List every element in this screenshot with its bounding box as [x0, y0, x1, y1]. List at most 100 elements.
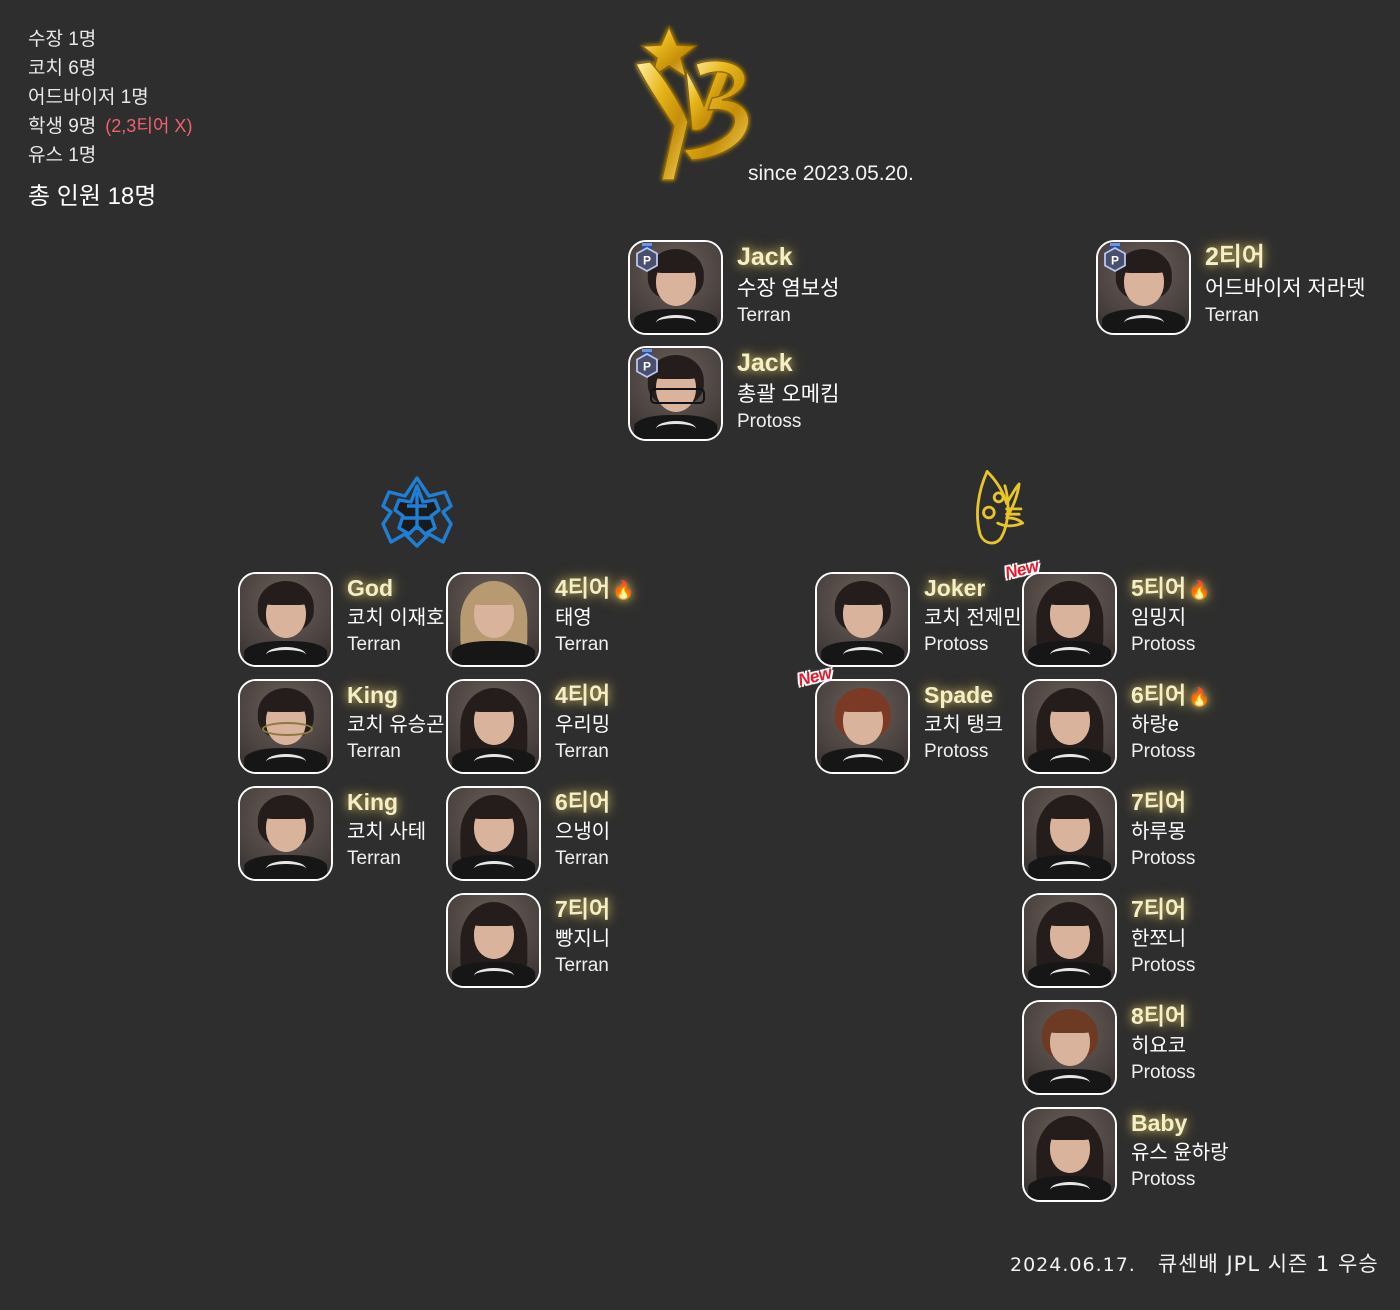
portrait-wrap: P [628, 346, 723, 441]
member-name: 유스 윤하랑 [1131, 1142, 1229, 1164]
member-race: Protoss [1131, 955, 1196, 976]
svg-text:P: P [643, 360, 651, 374]
member-name: 임밍지 [1131, 607, 1187, 629]
portrait-sate [238, 786, 333, 881]
member-name: 한쪼니 [1131, 928, 1187, 950]
member-card-protoss-student-2[interactable]: 6티어🔥 하랑e Protoss [1022, 679, 1211, 774]
terran-logo-icon [381, 476, 453, 548]
member-tier: 2티어 [1205, 243, 1265, 271]
portrait-eunaengi [446, 786, 541, 881]
member-info: King 코치 유승곤 Terran [333, 679, 445, 762]
member-name: 코치 이재호 [347, 607, 445, 629]
member-card-terran-coach-3[interactable]: King 코치 사테 Terran [238, 786, 426, 881]
footer-date: 2024.06.17. [1010, 1254, 1136, 1276]
member-card-protoss-youth[interactable]: Baby 유스 윤하랑 Protoss [1022, 1107, 1229, 1202]
protoss-logo-icon [976, 470, 1025, 545]
portrait-wrap: P [1096, 240, 1191, 335]
portrait-harang-e [1022, 679, 1117, 774]
member-tier: 4티어 [555, 682, 611, 708]
member-tier: 8티어 [1131, 1003, 1187, 1029]
platinum-rank-badge-icon: P [1104, 243, 1126, 273]
summary-student-note: (2,3티어 X) [105, 115, 193, 136]
member-card-protoss-student-3[interactable]: 7티어 하루몽 Protoss [1022, 786, 1195, 881]
member-info: Jack 총괄 오메킴 Protoss [723, 346, 840, 432]
portrait-yunharang [1022, 1107, 1117, 1202]
portrait-tank [815, 679, 910, 774]
member-race: Terran [347, 848, 401, 869]
member-info: 2티어 어드바이저 저라뎃 Terran [1191, 240, 1365, 326]
portrait-wrap [238, 679, 333, 774]
member-card-terran-student-3[interactable]: 6티어 으냉이 Terran [446, 786, 610, 881]
member-card-terran-student-2[interactable]: 4티어 우리밍 Terran [446, 679, 610, 774]
summary-student-count: 학생 9명 [28, 115, 97, 137]
summary-line-coach: 코치 6명 [28, 57, 97, 79]
portrait-wrap [1022, 893, 1117, 988]
member-card-protoss-student-1[interactable]: New 5티어🔥 임밍지 Protoss [1003, 556, 1211, 667]
member-card-terran-student-1[interactable]: 4티어🔥 태영 Terran [446, 572, 635, 667]
member-tier: King [347, 682, 399, 708]
member-name: 하루몽 [1131, 821, 1187, 843]
portrait-taeyoung [446, 572, 541, 667]
member-info: Joker 코치 전제민 Protoss [910, 572, 1022, 655]
portrait-yuseunggon [238, 679, 333, 774]
member-race: Protoss [1131, 741, 1196, 762]
member-info: 7티어 빵지니 Terran [541, 893, 611, 976]
member-race: Terran [555, 848, 609, 869]
member-card-terran-student-4[interactable]: 7티어 빵지니 Terran [446, 893, 610, 988]
member-name: 히요코 [1131, 1035, 1187, 1057]
logo-since-text: since 2023.05.20. [748, 162, 914, 185]
summary-line-student: 학생 9명 (2,3티어 X) [28, 113, 192, 142]
member-card-protoss-coach-2[interactable]: New Spade 코치 탱크 Protoss [796, 663, 1004, 774]
member-name: 빵지니 [555, 928, 611, 950]
member-card-protoss-student-4[interactable]: 7티어 한쪼니 Protoss [1022, 893, 1195, 988]
yb-star-logo-icon [635, 25, 750, 181]
member-race: Terran [555, 955, 609, 976]
member-name: 코치 탱크 [924, 714, 1004, 736]
member-card-protoss-coach-1[interactable]: Joker 코치 전제민 Protoss [815, 572, 1022, 667]
member-race: Protoss [1131, 1169, 1196, 1190]
member-info: Jack 수장 염보성 Terran [723, 240, 839, 326]
portrait-wrap [446, 679, 541, 774]
member-card-terran-coach-1[interactable]: God 코치 이재호 Terran [238, 572, 445, 667]
member-card-advisor[interactable]: P 2티어 어드바이저 저라뎃 Terran [1096, 240, 1365, 335]
member-info: 5티어🔥 임밍지 Protoss [1117, 572, 1211, 655]
member-race: Terran [737, 305, 791, 326]
portrait-hanjjoni [1022, 893, 1117, 988]
portrait-wrap [1022, 786, 1117, 881]
team-logo-block: since 2023.05.20. [612, 22, 932, 202]
summary-line-youth: 유스 1명 [28, 144, 97, 166]
member-card-protoss-student-5[interactable]: 8티어 히요코 Protoss [1022, 1000, 1195, 1095]
member-card-leader[interactable]: P Jack 수장 염보성 Terran [628, 240, 839, 335]
member-tier: 7티어 [1131, 896, 1187, 922]
member-info: Spade 코치 탱크 Protoss [910, 679, 1004, 762]
svg-text:P: P [1111, 254, 1119, 268]
member-info: 7티어 하루몽 Protoss [1117, 786, 1195, 869]
member-tier: 7티어 [555, 896, 611, 922]
fire-icon: 🔥 [612, 580, 635, 600]
member-name: 총괄 오메킴 [737, 383, 840, 406]
member-info: Baby 유스 윤하랑 Protoss [1117, 1107, 1229, 1190]
member-tier: Jack [737, 349, 793, 377]
member-tier: Jack [737, 243, 793, 271]
member-tier: Baby [1131, 1110, 1188, 1136]
member-race: Terran [347, 741, 401, 762]
member-tier: 6티어 [555, 789, 611, 815]
member-race: Terran [1205, 305, 1259, 326]
member-info: 6티어🔥 하랑e Protoss [1117, 679, 1211, 762]
member-race: Protoss [924, 634, 989, 655]
member-tier: 5티어🔥 [1131, 575, 1211, 601]
portrait-wrap: P [628, 240, 723, 335]
member-name: 코치 사테 [347, 821, 427, 843]
platinum-rank-badge-icon: P [636, 243, 658, 273]
platinum-rank-badge-icon: P [636, 349, 658, 379]
portrait-wrap [446, 786, 541, 881]
member-tier: 7티어 [1131, 789, 1187, 815]
member-name: 우리밍 [555, 714, 611, 736]
member-card-terran-coach-2[interactable]: King 코치 유승곤 Terran [238, 679, 445, 774]
member-card-director[interactable]: P Jack 총괄 오메킴 Protoss [628, 346, 839, 441]
portrait-omekim [628, 346, 723, 441]
member-race: Protoss [1131, 634, 1196, 655]
member-name: 하랑e [1131, 714, 1179, 736]
svg-text:P: P [643, 254, 651, 268]
footer-text: 큐센배 JPL 시즌 1 우승 [1157, 1252, 1379, 1276]
